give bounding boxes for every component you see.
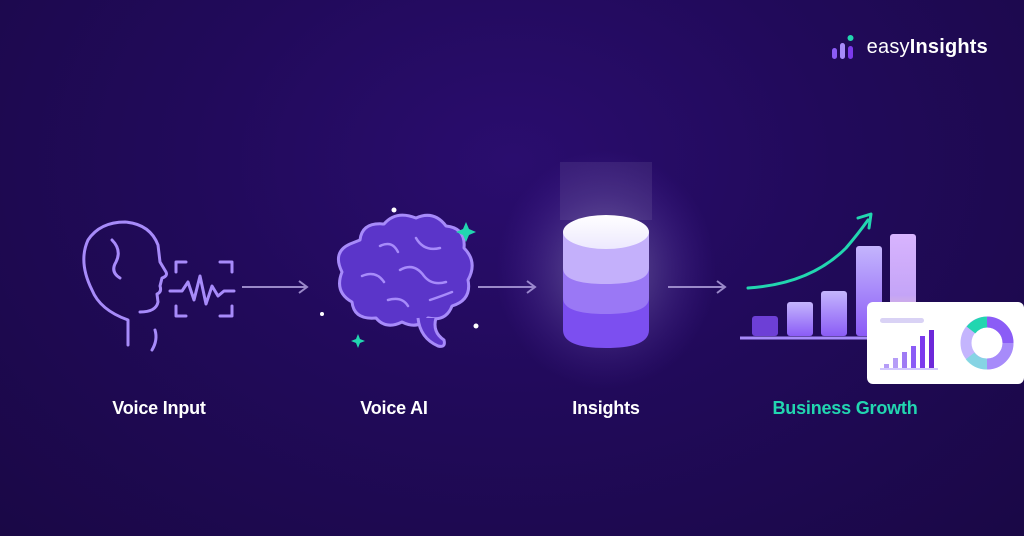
brand-name-light: easy <box>866 35 910 58</box>
arrow-3-head <box>716 280 727 294</box>
brand-bars-icon <box>831 35 854 59</box>
brand-name: easyInsights <box>867 36 988 59</box>
growth-chart-icon <box>740 212 1024 384</box>
database-icon <box>496 150 716 390</box>
arrow-1-head <box>298 280 309 294</box>
head-speaking-icon <box>82 220 236 352</box>
brand-name-bold: Insights <box>909 35 988 58</box>
step-label-voice-input: Voice Input <box>112 398 206 418</box>
step-label-insights: Insights <box>572 398 640 418</box>
brand-logo: easyInsights <box>831 34 988 60</box>
brain-icon <box>320 207 479 348</box>
step-label-voice-ai: Voice AI <box>360 398 428 418</box>
step-label-business-growth: Business Growth <box>772 398 918 418</box>
